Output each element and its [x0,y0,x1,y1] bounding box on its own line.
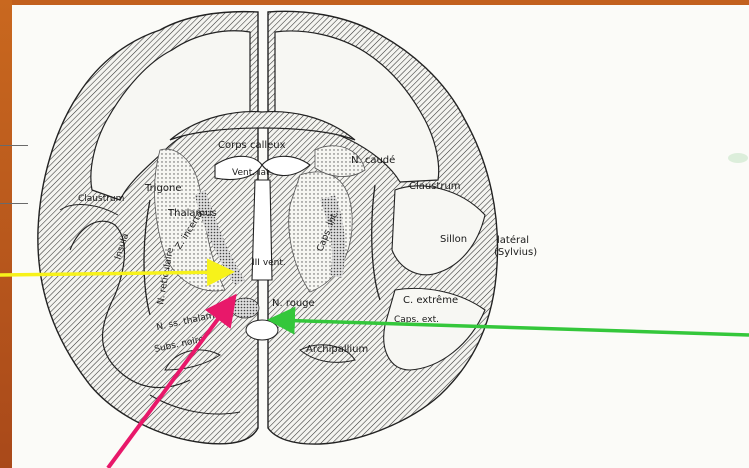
label-lateral: latéral [497,234,529,246]
label-corps-calleux: Corps calleux [218,140,286,151]
mammillary-region [246,320,278,340]
label-claustrum-right: Claustrum [409,181,461,192]
label-claustrum-left: Claustrum [78,194,124,204]
label-iii-vent: III vent. [252,258,286,268]
label-n-caude: N. caudé [351,154,395,166]
label-vent-lat: Vent. lat. [232,168,272,178]
smudge-mark [728,153,748,163]
label-sylvius: (Sylvius) [494,247,537,258]
red-nucleus [231,298,259,318]
label-archipallium: Archipallium [306,344,368,355]
label-c-extreme: C. extrême [403,294,458,306]
label-trigone: Trigone [144,183,181,194]
label-sillon: Sillon [440,234,467,245]
label-n-rouge: N. rouge [272,298,315,309]
left-hemisphere [38,12,258,444]
